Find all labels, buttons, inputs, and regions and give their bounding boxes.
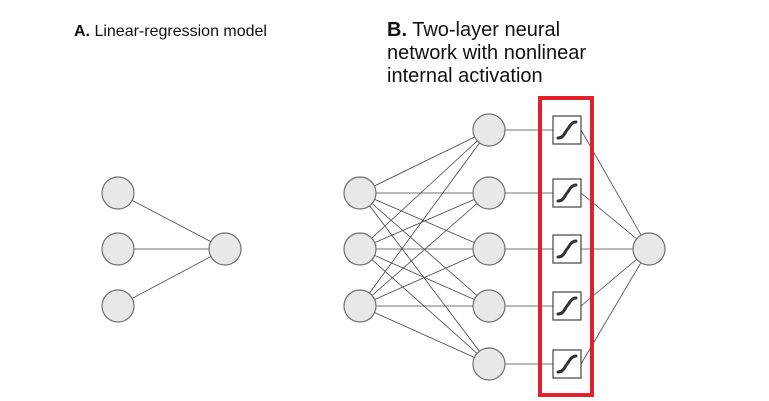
- hidden-node: [472, 176, 506, 210]
- sigmoid-activation-icon: [552, 234, 582, 264]
- panel-b-letter: B.: [387, 19, 407, 41]
- output-node: [632, 232, 666, 266]
- hidden-node: [472, 289, 506, 323]
- input-node: [343, 232, 377, 266]
- panel-a-title: A. Linear-regression model: [74, 23, 267, 41]
- input-node: [101, 289, 135, 323]
- input-node: [343, 289, 377, 323]
- hidden-node: [472, 113, 506, 147]
- panel-a-letter: A.: [74, 23, 90, 40]
- linear-edge: [117, 248, 226, 307]
- panel-b-title-text-1: Two-layer neural: [412, 19, 561, 41]
- hidden-edge: [359, 305, 490, 365]
- panel-a-title-text: Linear-regression model: [94, 23, 267, 40]
- sigmoid-activation-icon: [552, 291, 582, 321]
- panel-b-title-line-3: internal activation: [387, 65, 543, 87]
- input-node: [101, 176, 135, 210]
- neural-network-nodes: [343, 113, 666, 381]
- hidden-node: [472, 232, 506, 266]
- hidden-edge: [359, 192, 490, 250]
- sigmoid-curve: [556, 354, 578, 374]
- linear-model-nodes: [101, 176, 242, 323]
- sigmoid-activation-icon: [552, 115, 582, 145]
- sigmoid-curve: [556, 183, 578, 203]
- hidden-edge: [359, 129, 490, 194]
- sigmoid-activation-icon: [552, 349, 582, 379]
- hidden-edge: [359, 129, 490, 250]
- hidden-edge: [359, 248, 490, 365]
- hidden-edge: [359, 192, 490, 307]
- sigmoid-curve: [556, 296, 578, 316]
- output-node: [208, 232, 242, 266]
- activation-functions: [552, 115, 582, 379]
- sigmoid-activation-icon: [552, 178, 582, 208]
- sigmoid-curve: [556, 120, 578, 140]
- linear-edge: [117, 192, 226, 250]
- panel-b-title-line-2: network with nonlinear: [387, 42, 586, 64]
- panel-b-title: B. Two-layer neural network with nonline…: [387, 19, 687, 88]
- hidden-edge: [359, 129, 490, 307]
- input-node: [101, 232, 135, 266]
- hidden-node: [472, 347, 506, 381]
- activation-highlight-box: [538, 96, 594, 397]
- neural-network-edges: [359, 129, 650, 365]
- sigmoid-curve: [556, 239, 578, 259]
- hidden-edge: [359, 192, 490, 365]
- input-node: [343, 176, 377, 210]
- panel-b-title-line-1: B. Two-layer neural: [387, 19, 687, 42]
- hidden-edge: [359, 248, 490, 307]
- linear-model-edges: [117, 192, 226, 307]
